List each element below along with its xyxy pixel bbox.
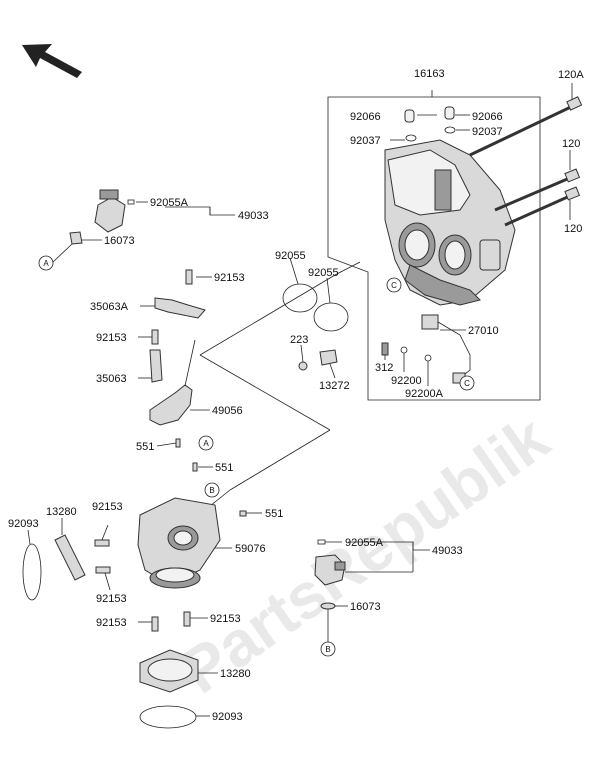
label-551-a: 551 xyxy=(136,441,154,453)
label-92037-b: 92037 xyxy=(472,126,503,138)
label-16073-b: 16073 xyxy=(350,601,381,613)
label-92055-a: 92055 xyxy=(275,250,306,262)
label-92066-a: 92066 xyxy=(350,111,381,123)
svg-text:C: C xyxy=(464,379,470,388)
part-312 xyxy=(381,342,389,356)
label-13272: 13272 xyxy=(319,380,350,392)
throttle-body-59076 xyxy=(137,497,221,589)
label-92055-b: 92055 xyxy=(308,267,339,279)
svg-text:A: A xyxy=(43,259,49,268)
seal-16073-a xyxy=(69,231,83,245)
cap-92066-b xyxy=(444,106,455,120)
label-92093-b: 92093 xyxy=(212,711,243,723)
label-35063A: 35063A xyxy=(90,301,129,313)
delivery-pipe-49056 xyxy=(149,339,196,426)
clip-13272 xyxy=(319,349,338,366)
callout-B-bottom: B xyxy=(320,641,336,657)
svg-text:C: C xyxy=(391,281,397,290)
bolt-92153-c xyxy=(94,539,110,547)
label-49033-a: 49033 xyxy=(238,210,269,222)
o-ring-92055A-a xyxy=(127,199,135,205)
seal-16073-b xyxy=(320,602,336,610)
label-92153-e: 92153 xyxy=(96,617,127,629)
injector-49033-a xyxy=(94,189,126,233)
callout-C-top: C xyxy=(386,277,402,293)
label-49033-b: 49033 xyxy=(432,545,463,557)
label-59076: 59076 xyxy=(235,543,266,555)
o-ring-92037-a xyxy=(405,134,417,142)
part-labels: 16163 120A 92066 92066 92037 92037 120 1… xyxy=(8,68,584,723)
screw-223 xyxy=(298,361,308,371)
label-92066-b: 92066 xyxy=(472,111,503,123)
pin-551-b xyxy=(192,462,198,472)
callout-A-mid: A xyxy=(198,435,214,451)
bolt-120-b xyxy=(504,186,581,227)
throttle-body-16163 xyxy=(384,139,516,306)
gasket-13280-b xyxy=(139,649,199,693)
o-ring-92093-b xyxy=(139,705,197,729)
bolt-92153-f xyxy=(183,611,191,627)
bracket-35063A xyxy=(154,297,206,319)
label-35063: 35063 xyxy=(96,373,127,385)
label-92200: 92200 xyxy=(391,375,422,387)
label-312: 312 xyxy=(375,362,393,374)
label-92153-c: 92153 xyxy=(92,501,123,513)
label-13280-b: 13280 xyxy=(220,668,251,680)
label-92037-a: 92037 xyxy=(350,135,381,147)
label-16073-a: 16073 xyxy=(104,235,135,247)
label-leaders xyxy=(27,83,573,717)
label-92153-d: 92153 xyxy=(96,593,127,605)
bracket-35063 xyxy=(149,349,163,383)
label-551-c: 551 xyxy=(265,508,283,520)
pin-551-c xyxy=(239,510,247,517)
assembly-frame-16163 xyxy=(327,90,541,401)
bolt-92153-e xyxy=(151,616,159,632)
label-120-b: 120 xyxy=(564,223,582,235)
label-551-b: 551 xyxy=(215,462,233,474)
svg-text:B: B xyxy=(325,645,330,654)
label-92200A: 92200A xyxy=(405,388,444,400)
label-92153-f: 92153 xyxy=(210,613,241,625)
label-120A: 120A xyxy=(558,69,584,81)
callout-C-bottom: C xyxy=(459,375,475,391)
label-27010: 27010 xyxy=(468,325,499,337)
washer-92200A xyxy=(424,354,432,362)
callout-B-mid: B xyxy=(204,482,220,498)
label-92055A-a: 92055A xyxy=(150,197,189,209)
svg-text:B: B xyxy=(209,486,214,495)
label-16163: 16163 xyxy=(414,68,445,80)
gasket-13280-a xyxy=(54,534,86,581)
label-13280-a: 13280 xyxy=(46,506,77,518)
bolt-92153-b xyxy=(151,329,159,345)
o-ring-92055-a xyxy=(282,283,318,313)
cap-92066-a xyxy=(404,109,415,123)
label-92055A-b: 92055A xyxy=(345,537,384,549)
callout-A-top: A xyxy=(38,255,54,271)
sensor-harness-27010 xyxy=(421,314,471,384)
watermark: PartsRepublik xyxy=(168,401,562,707)
label-92093-a: 92093 xyxy=(8,518,39,530)
o-ring-92093-a xyxy=(22,543,42,601)
svg-text:A: A xyxy=(203,439,209,448)
bolt-92153-d xyxy=(95,566,111,574)
label-223: 223 xyxy=(290,334,308,346)
washer-92200 xyxy=(400,346,408,354)
label-49056: 49056 xyxy=(212,405,243,417)
bolt-92153-a xyxy=(185,269,193,285)
injector-49033-b xyxy=(314,554,346,586)
label-120-a: 120 xyxy=(562,138,580,150)
bolt-120-a xyxy=(494,168,581,212)
pin-551-a xyxy=(175,438,181,448)
o-ring-92055-b xyxy=(313,302,349,332)
label-92153-a: 92153 xyxy=(214,272,245,284)
label-92153-b: 92153 xyxy=(96,332,127,344)
front-direction-arrow-icon xyxy=(22,44,82,78)
o-ring-92037-b xyxy=(444,126,456,134)
